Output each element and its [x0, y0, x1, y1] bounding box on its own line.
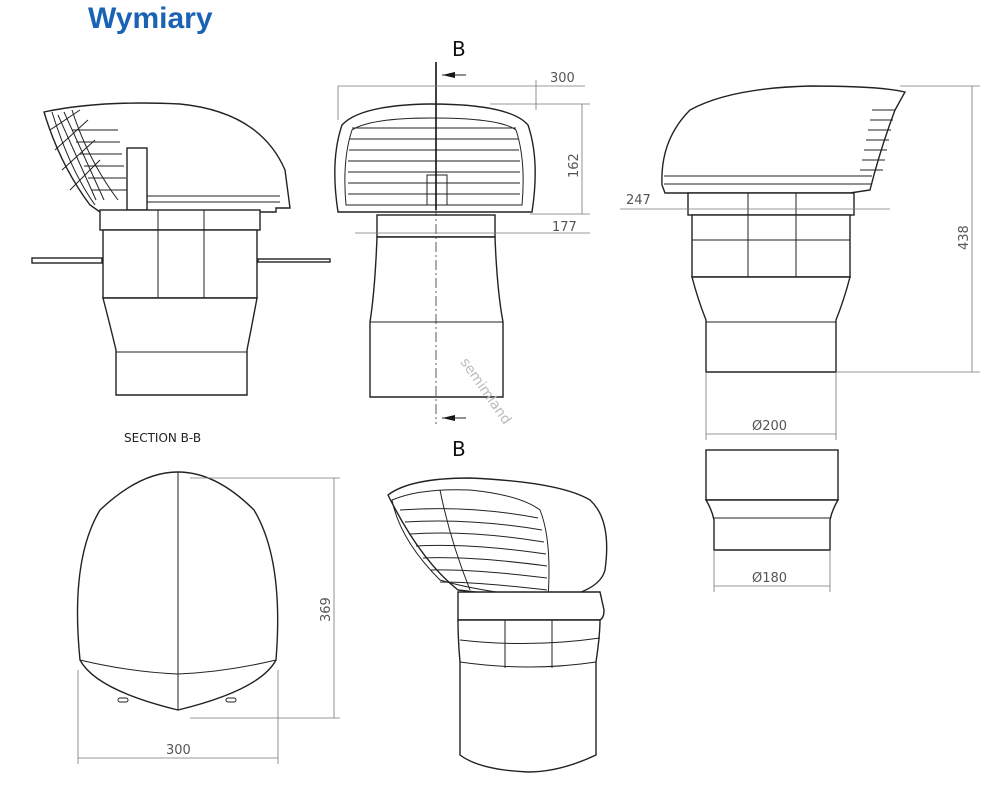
section-label: SECTION B-B [124, 431, 201, 445]
section-marker-top: B [452, 37, 466, 61]
front-view: B B 300 162 177 semimland [334, 37, 590, 461]
dim-top-length: 369 [319, 597, 334, 622]
isometric-view [387, 477, 608, 773]
dim-total-height: 438 [957, 225, 972, 250]
section-marker-bottom: B [452, 437, 466, 461]
dim-diameter-200: Ø200 [752, 419, 787, 434]
dim-side-collar: 247 [626, 193, 651, 208]
dim-front-collar: 177 [552, 220, 577, 235]
dim-diameter-180: Ø180 [752, 571, 787, 586]
dim-front-height: 162 [567, 153, 582, 178]
section-view: SECTION B-B [31, 102, 331, 445]
dim-front-width: 300 [550, 71, 575, 86]
side-view: 247 438 Ø200 Ø180 [620, 85, 980, 592]
dim-top-width: 300 [166, 743, 191, 758]
top-view: 369 300 [76, 471, 340, 764]
page-title: Wymiary [88, 2, 213, 35]
